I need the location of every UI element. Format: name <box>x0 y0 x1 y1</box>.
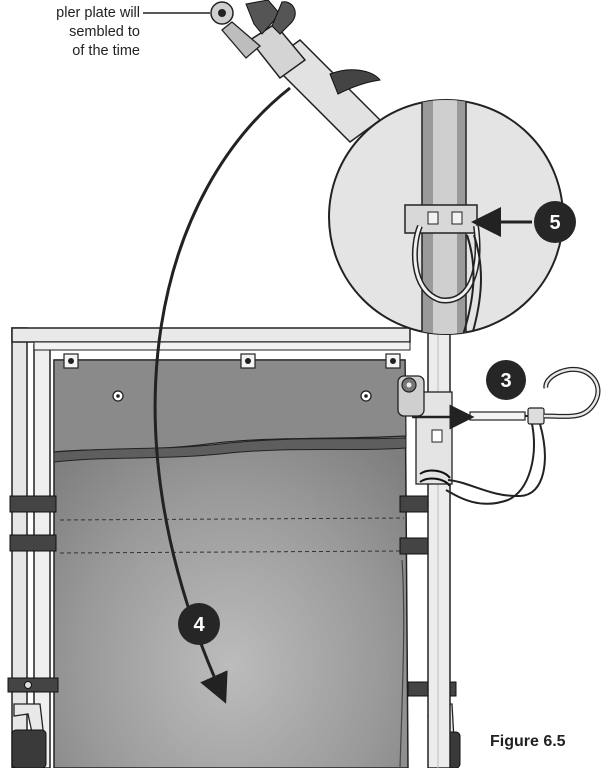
step-4-number: 4 <box>193 614 205 636</box>
top-bar-screws <box>63 353 401 369</box>
note-line-3: of the time <box>72 43 140 59</box>
upper-tube <box>210 0 382 143</box>
step-3-number: 3 <box>500 370 511 392</box>
coupler-plate-note: pler plate will sembled to of the time <box>0 4 140 61</box>
detail-magnified-view <box>328 99 564 335</box>
note-line-2: sembled to <box>69 24 140 40</box>
left-frame <box>11 327 411 768</box>
step-4-curved-arrow <box>153 86 291 704</box>
coupler-pin-lanyard <box>445 366 601 505</box>
step-5-number: 5 <box>549 212 560 234</box>
note-line-1: pler plate will <box>56 5 140 21</box>
step-3-badge: 3 <box>486 360 526 400</box>
backrest-upholstery <box>53 359 409 768</box>
step-4-badge: 4 <box>178 603 220 645</box>
figure-caption: Figure 6.5 <box>490 733 566 750</box>
step-5-badge: 5 <box>534 201 576 243</box>
right-upright-post <box>397 324 453 768</box>
